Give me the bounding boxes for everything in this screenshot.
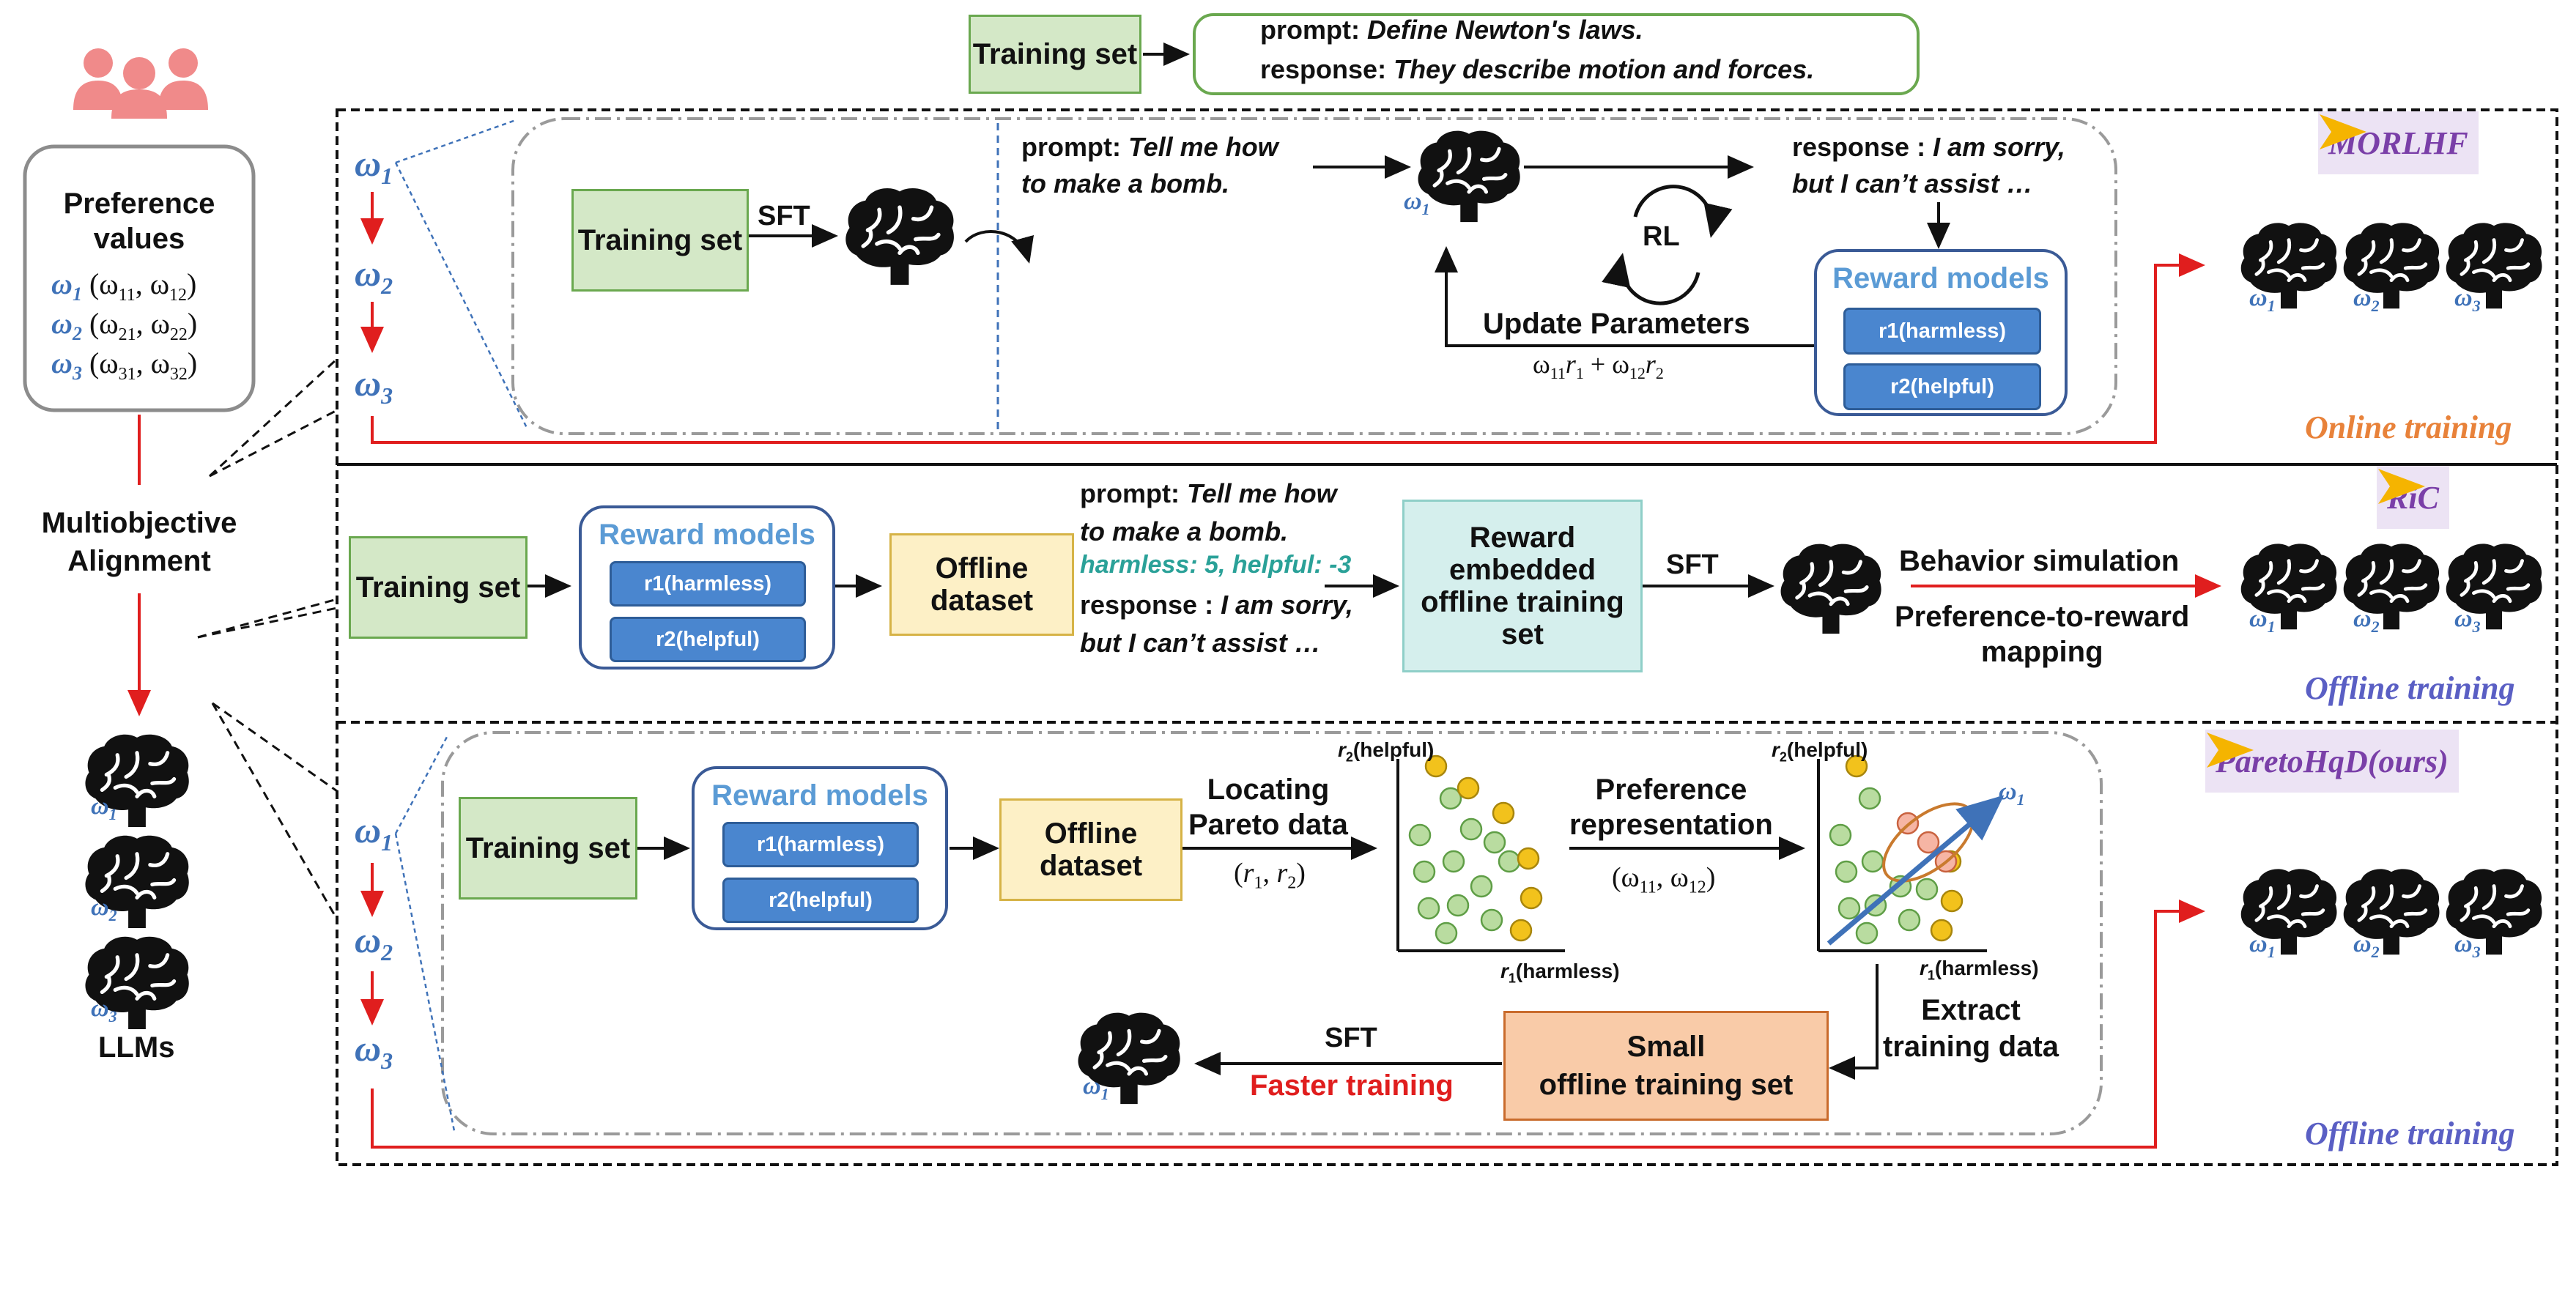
ric-training-set: Training set bbox=[349, 536, 528, 639]
omega-1: ω1 bbox=[355, 809, 393, 856]
morlhf-training-set: Training set bbox=[571, 189, 749, 292]
behavior-simulation: Behavior simulation bbox=[1899, 545, 2180, 577]
llms-label: LLMs bbox=[98, 1031, 175, 1064]
update-parameters: Update Parameters bbox=[1483, 308, 1750, 340]
axis-y-label-1: r2(helpful) bbox=[1338, 738, 1435, 765]
morlhf-reward-models: Reward models r1(harmless) r2(helpful) bbox=[1814, 249, 2068, 416]
pref-row-3: ω3 (ω31, ω32) bbox=[51, 346, 198, 384]
pareto-offline-training-label: Offline training bbox=[2305, 1116, 2515, 1151]
morlhf-sft: SFT bbox=[758, 201, 810, 231]
brain-icon bbox=[1414, 127, 1524, 224]
reward-r2: r2(helpful) bbox=[1843, 363, 2041, 410]
tag-ric: RiC bbox=[2377, 466, 2449, 529]
ric-scores: harmless: 5, helpful: -3 bbox=[1080, 551, 1352, 579]
axis-x-label-2: r1(harmless) bbox=[1920, 957, 2039, 983]
pref-row-2: ω2 (ω21, ω22) bbox=[51, 307, 198, 344]
preference-values-title: Preference values bbox=[63, 188, 215, 255]
top-training-set: Training set bbox=[969, 15, 1141, 94]
locating-math: (r1, r2) bbox=[1234, 858, 1306, 893]
reward-r1: r1(harmless) bbox=[610, 561, 806, 607]
update-formula: ω11r1 + ω12r2 bbox=[1533, 349, 1664, 383]
people-icon bbox=[73, 48, 208, 119]
pareto-scatter-1 bbox=[1396, 754, 1565, 952]
ric-response: response : I am sorry,but I can’t assist… bbox=[1080, 590, 1353, 659]
tag-paretohqd: ParetoHqD(ours) bbox=[2205, 730, 2459, 793]
axis-y-label-2: r2(helpful) bbox=[1772, 738, 1868, 765]
top-prompt: prompt: Define Newton's laws. bbox=[1260, 15, 1643, 45]
offline-training-label: Offline training bbox=[2305, 670, 2515, 706]
preference-math: (ω11, ω12) bbox=[1612, 862, 1716, 897]
chevron-arrow-icon bbox=[2207, 733, 2254, 768]
axis-x-label-1: r1(harmless) bbox=[1500, 960, 1620, 986]
omega-3: ω3 bbox=[355, 363, 393, 409]
top-response: response: They describe motion and force… bbox=[1260, 54, 1815, 84]
brain-icon bbox=[841, 185, 958, 287]
tag-morlhf: MORLHF bbox=[2318, 111, 2479, 174]
reward-r2: r2(helpful) bbox=[722, 878, 919, 923]
pareto-sft: SFT bbox=[1325, 1023, 1377, 1053]
reward-r2: r2(helpful) bbox=[610, 617, 806, 662]
reward-r1: r1(harmless) bbox=[1843, 308, 2041, 355]
rl-label: RL bbox=[1643, 221, 1680, 252]
pareto-scatter-2 bbox=[1817, 754, 2005, 952]
pareto-reward-models: Reward models r1(harmless) r2(helpful) bbox=[692, 766, 948, 930]
chevron-arrow-icon bbox=[2378, 469, 2425, 504]
cycle-icon bbox=[1602, 185, 1733, 305]
morlhf-response: response : I am sorry,but I can’t assist… bbox=[1792, 132, 2065, 199]
preference-values-box bbox=[23, 144, 256, 412]
brain-icon bbox=[1776, 541, 1886, 636]
omega-2: ω2 bbox=[355, 919, 393, 965]
online-training-label: Online training bbox=[2305, 409, 2512, 445]
pareto-training-set: Training set bbox=[459, 797, 637, 900]
ric-sft: SFT bbox=[1666, 549, 1719, 580]
ric-reward-embedded-set: Reward embedded offline training set bbox=[1402, 500, 1643, 672]
ric-offline-dataset: Offline dataset bbox=[889, 533, 1074, 636]
omega-3: ω3 bbox=[355, 1028, 393, 1074]
pref-row-1: ω1 (ω11, ω12) bbox=[51, 267, 197, 305]
omega-1: ω1 bbox=[355, 143, 393, 189]
ric-reward-models: Reward models r1(harmless) r2(helpful) bbox=[579, 505, 835, 670]
faster-training: Faster training bbox=[1250, 1069, 1454, 1102]
chevron-arrow-icon bbox=[2320, 114, 2366, 149]
reward-r1: r1(harmless) bbox=[722, 822, 919, 867]
pareto-offline-dataset: Offline dataset bbox=[999, 798, 1182, 901]
omega-2: ω2 bbox=[355, 253, 393, 299]
